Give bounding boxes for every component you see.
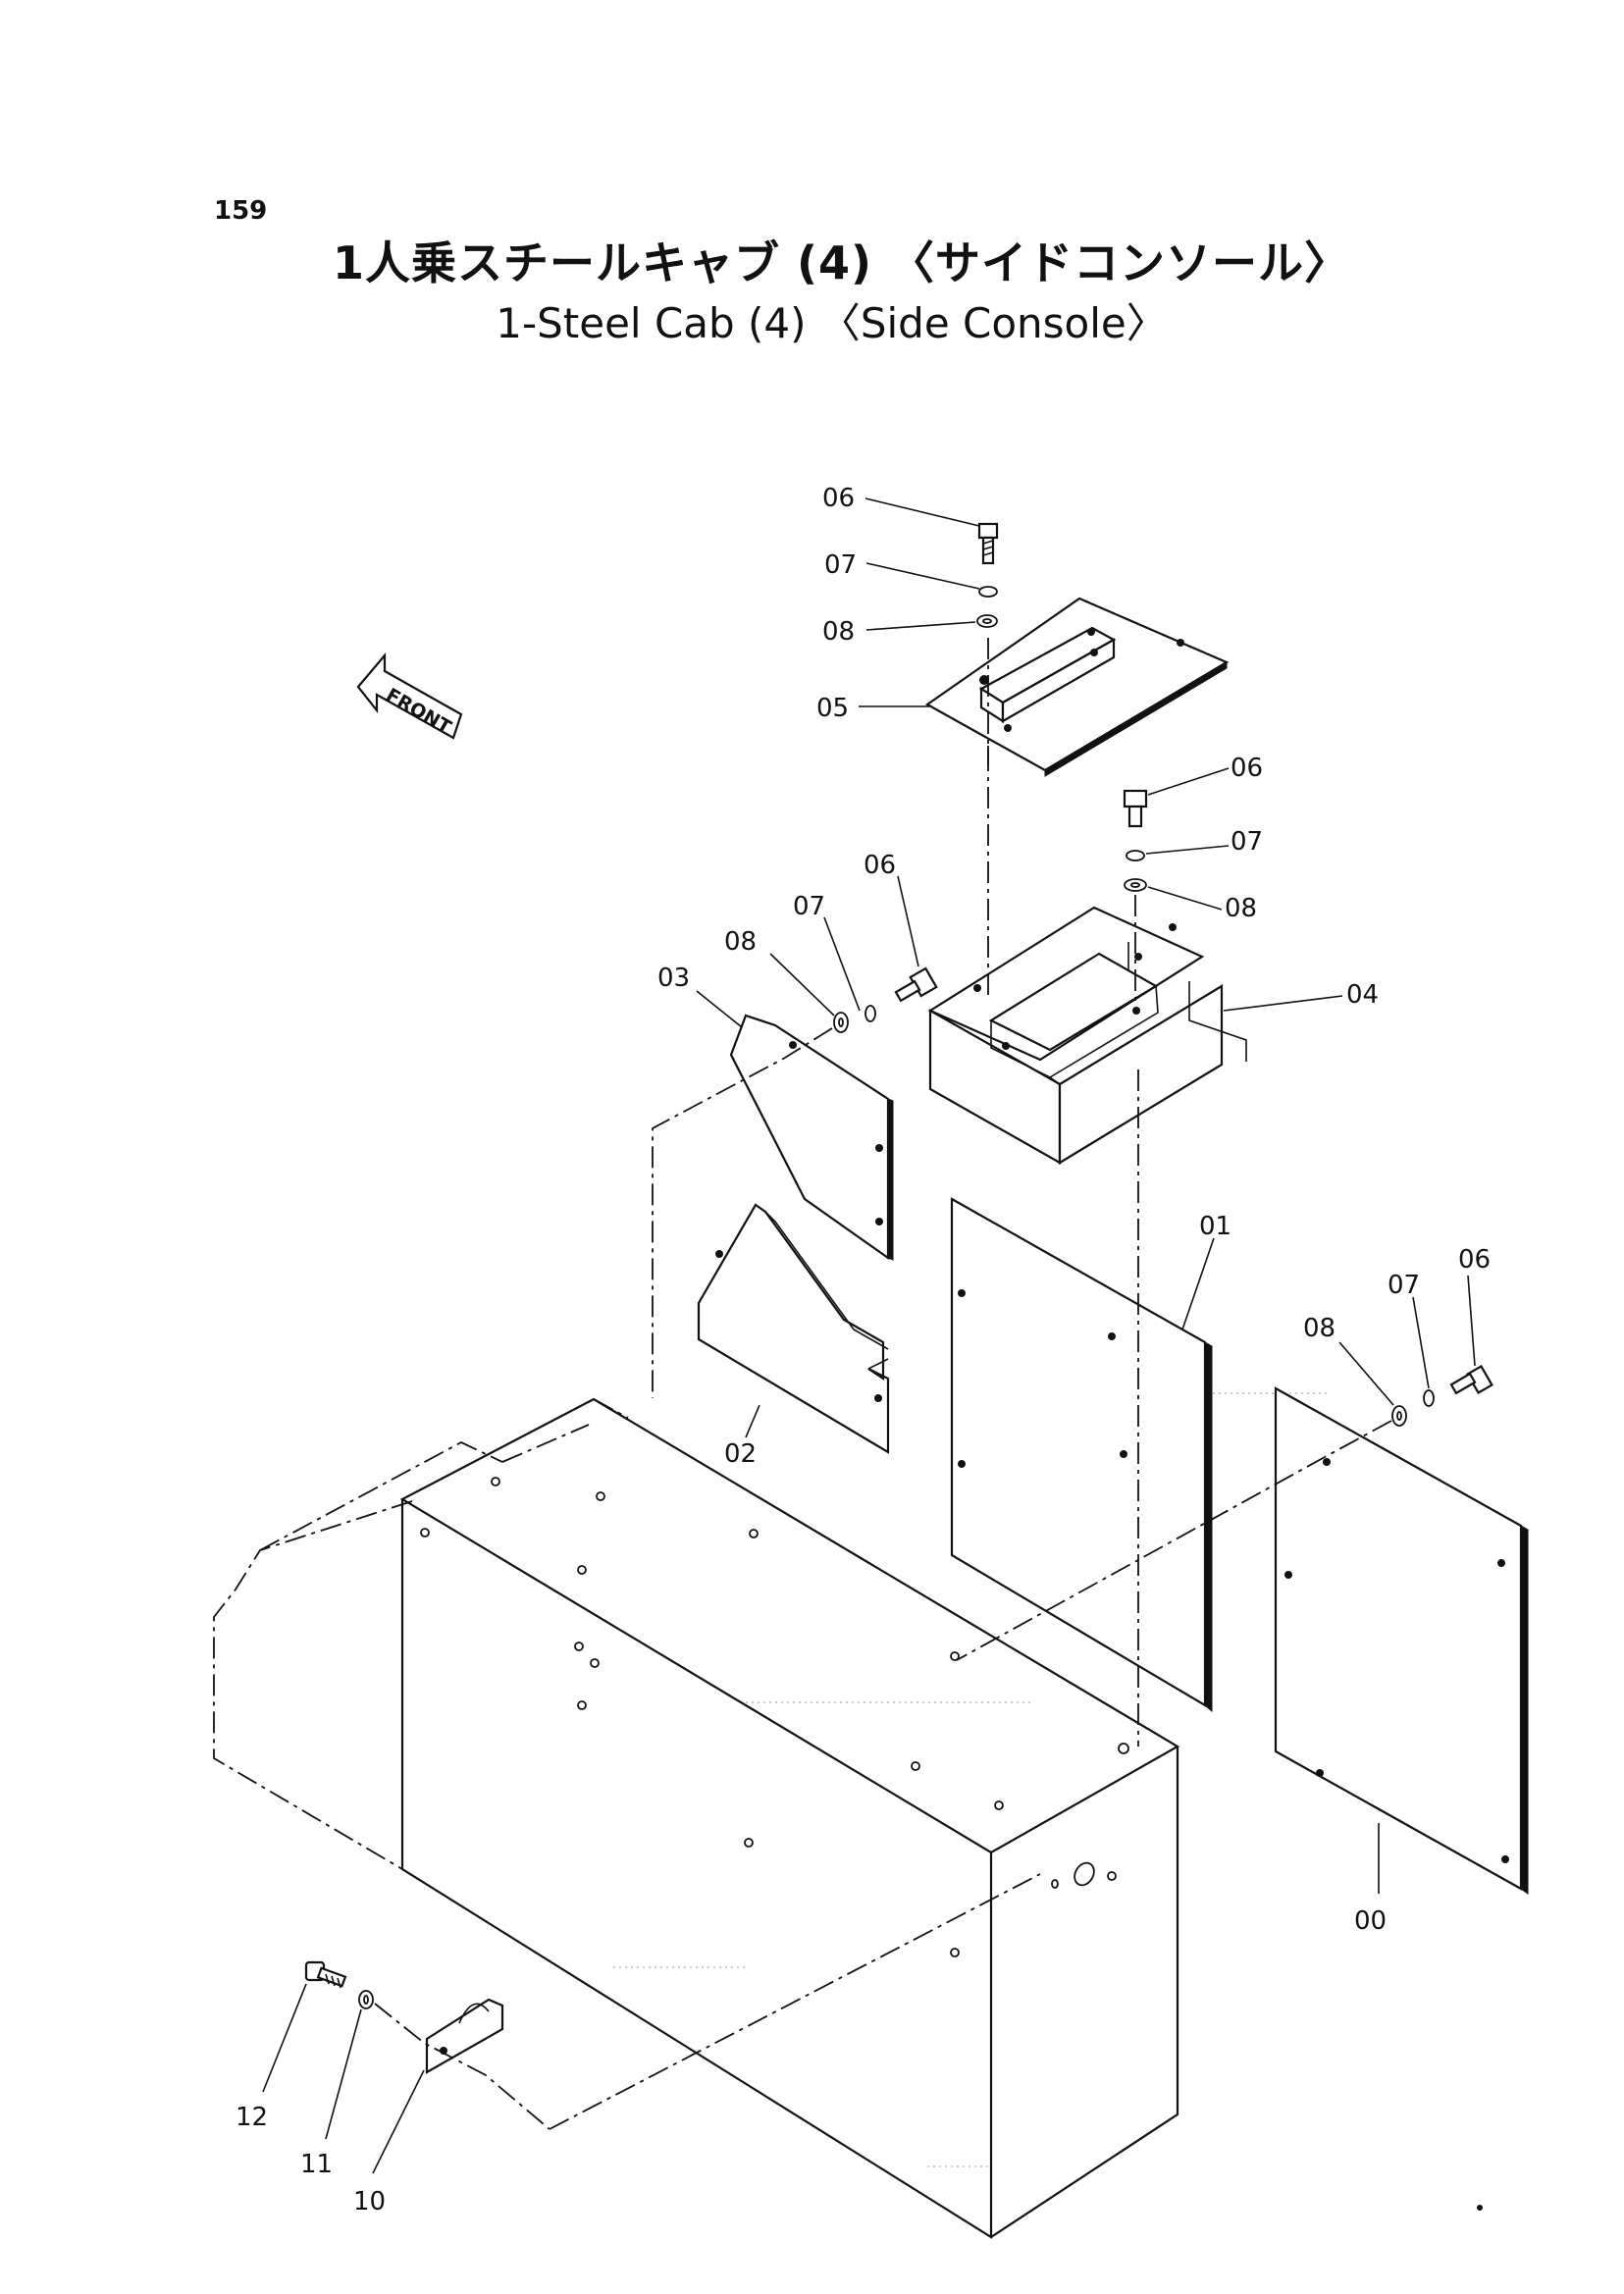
callout-07: 07 [1388, 1271, 1420, 1300]
callout-08: 08 [724, 927, 757, 957]
callout-08: 08 [822, 617, 855, 647]
washer-08-left [833, 1012, 849, 1033]
bolt-06-right [1449, 1364, 1493, 1395]
bolt-06-mid [1123, 789, 1148, 828]
part-01-cover [950, 1197, 1213, 1713]
callout-04: 04 [1346, 980, 1379, 1010]
bolt-06-left [894, 966, 938, 1003]
washer-07-left [864, 1005, 876, 1022]
callout-03: 03 [657, 964, 690, 993]
callout-06: 06 [1231, 754, 1263, 783]
title-english: 1-Steel Cab (4) 〈Side Console〉 [496, 299, 1168, 347]
leader-lines [262, 497, 1476, 2174]
callout-06: 06 [864, 851, 896, 880]
callouts: 06 07 08 05 06 07 08 04 06 07 08 03 01 0… [236, 484, 1491, 2216]
washer-08-right [1391, 1405, 1407, 1427]
callout-06: 06 [1458, 1245, 1491, 1275]
washer-08-mid [1124, 878, 1147, 892]
callout-08: 08 [1225, 894, 1257, 923]
washer-07-mid [1126, 850, 1145, 861]
bolt-12 [304, 1960, 347, 1989]
assembly-lines [374, 638, 1392, 2130]
callout-02: 02 [724, 1439, 757, 1469]
part-10-clamp [425, 1998, 504, 2074]
callout-07: 07 [824, 550, 857, 580]
callout-01: 01 [1199, 1212, 1231, 1241]
washer-11 [358, 1990, 374, 2009]
part-03-panel [729, 1014, 894, 1261]
part-04-bracket [927, 906, 1247, 1165]
washer-08-top [976, 614, 998, 628]
callout-06: 06 [822, 484, 855, 513]
callout-12: 12 [236, 2103, 268, 2132]
part-00-side-cover [1274, 1386, 1529, 1895]
callout-08: 08 [1303, 1314, 1336, 1343]
washer-07-top [978, 586, 998, 598]
front-arrow-icon: FRONT [356, 652, 463, 740]
page-number: 159 [214, 196, 268, 226]
callout-07: 07 [1231, 827, 1263, 857]
callout-11: 11 [300, 2150, 333, 2179]
part-02-gusset [697, 1203, 890, 1454]
callout-07: 07 [793, 892, 825, 921]
bolt-06-top [977, 522, 999, 565]
callout-00: 00 [1354, 1906, 1387, 1936]
title-japanese: 1人乗スチールキャブ (4) 〈サイドコンソール〉 [332, 236, 1351, 289]
console-body [213, 1392, 1330, 2239]
part-05-top-plate [924, 597, 1230, 777]
callout-10: 10 [353, 2187, 386, 2216]
washer-07-right [1423, 1389, 1435, 1407]
callout-05: 05 [816, 694, 849, 723]
